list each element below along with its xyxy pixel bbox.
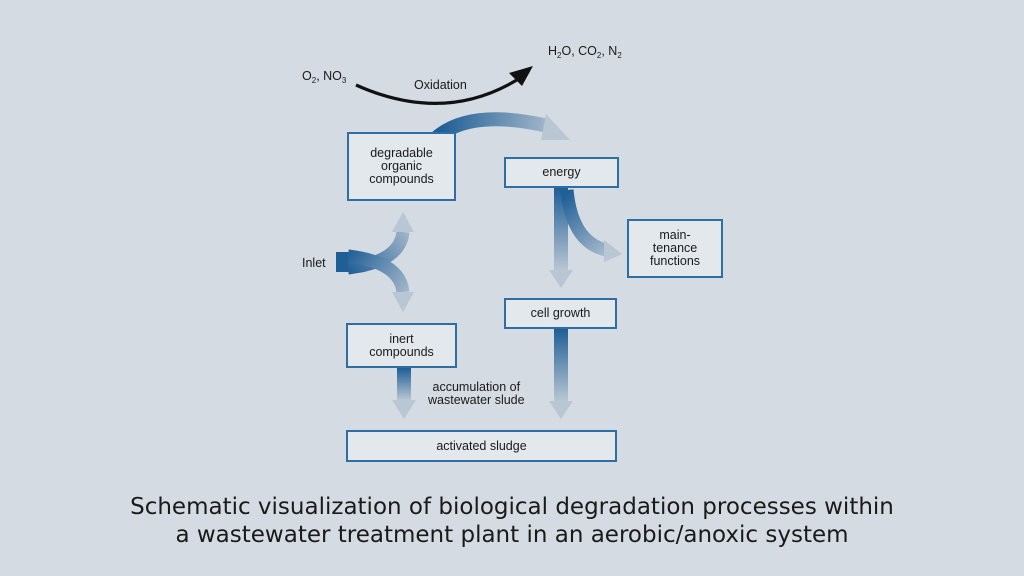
caption-line: Schematic visualization of biological de… bbox=[130, 494, 894, 520]
box-line: compounds bbox=[369, 344, 434, 359]
reactants-label: O2, NO3 bbox=[302, 69, 347, 85]
box-maintenance-functions: main- tenance functions bbox=[627, 219, 723, 278]
box-line: degradable bbox=[370, 146, 433, 160]
box-line: energy bbox=[542, 165, 581, 179]
inert-to-sludge-arrowhead bbox=[392, 400, 416, 419]
box-line: functions bbox=[649, 254, 701, 268]
figure-caption: Schematic visualization of biological de… bbox=[0, 493, 1024, 549]
oxidation-arrowhead bbox=[509, 66, 533, 86]
box-energy: energy bbox=[504, 157, 619, 188]
box-cell-growth: cell growth bbox=[504, 298, 617, 329]
box-line: organic bbox=[381, 159, 422, 173]
box-line: main- bbox=[659, 228, 691, 242]
energy-to-cell-growth-arrowhead bbox=[549, 270, 573, 288]
box-line: cell growth bbox=[530, 306, 591, 320]
box-line: compounds bbox=[369, 172, 434, 186]
oxidation-arrow bbox=[355, 76, 521, 105]
box-line: tenance bbox=[652, 241, 698, 255]
organic-to-energy-arrowhead bbox=[541, 114, 570, 140]
box-degradable-organic-compounds: degradable organic compounds bbox=[347, 132, 456, 201]
products-label: H2O, CO2, N2 bbox=[548, 44, 622, 60]
inlet-arrowhead-down bbox=[392, 292, 414, 312]
inlet-arrowhead-up bbox=[392, 212, 414, 232]
box-inert-compounds: inert compounds bbox=[346, 323, 457, 368]
energy-to-maintenance-arrowhead bbox=[604, 240, 622, 262]
inlet-stem bbox=[336, 252, 350, 272]
accumulation-line: wastewater slude bbox=[428, 393, 525, 407]
inlet-branch-down bbox=[347, 249, 410, 294]
inert-to-sludge-shaft bbox=[397, 368, 411, 400]
accumulation-label: accumulation of wastewater slude bbox=[428, 381, 525, 407]
cell-growth-to-sludge-shaft bbox=[554, 329, 568, 401]
box-activated-sludge: activated sludge bbox=[346, 430, 617, 462]
accumulation-line: accumulation of bbox=[432, 380, 521, 394]
oxidation-label: Oxidation bbox=[414, 78, 467, 92]
cell-growth-to-sludge-arrowhead bbox=[549, 401, 573, 419]
energy-to-maintenance-arrow bbox=[560, 189, 608, 257]
inlet-branch-up bbox=[347, 230, 410, 275]
box-line: activated sludge bbox=[436, 438, 527, 453]
caption-line: a wastewater treatment plant in an aerob… bbox=[175, 522, 849, 548]
box-line: inert bbox=[389, 331, 414, 346]
inlet-label: Inlet bbox=[302, 256, 326, 270]
